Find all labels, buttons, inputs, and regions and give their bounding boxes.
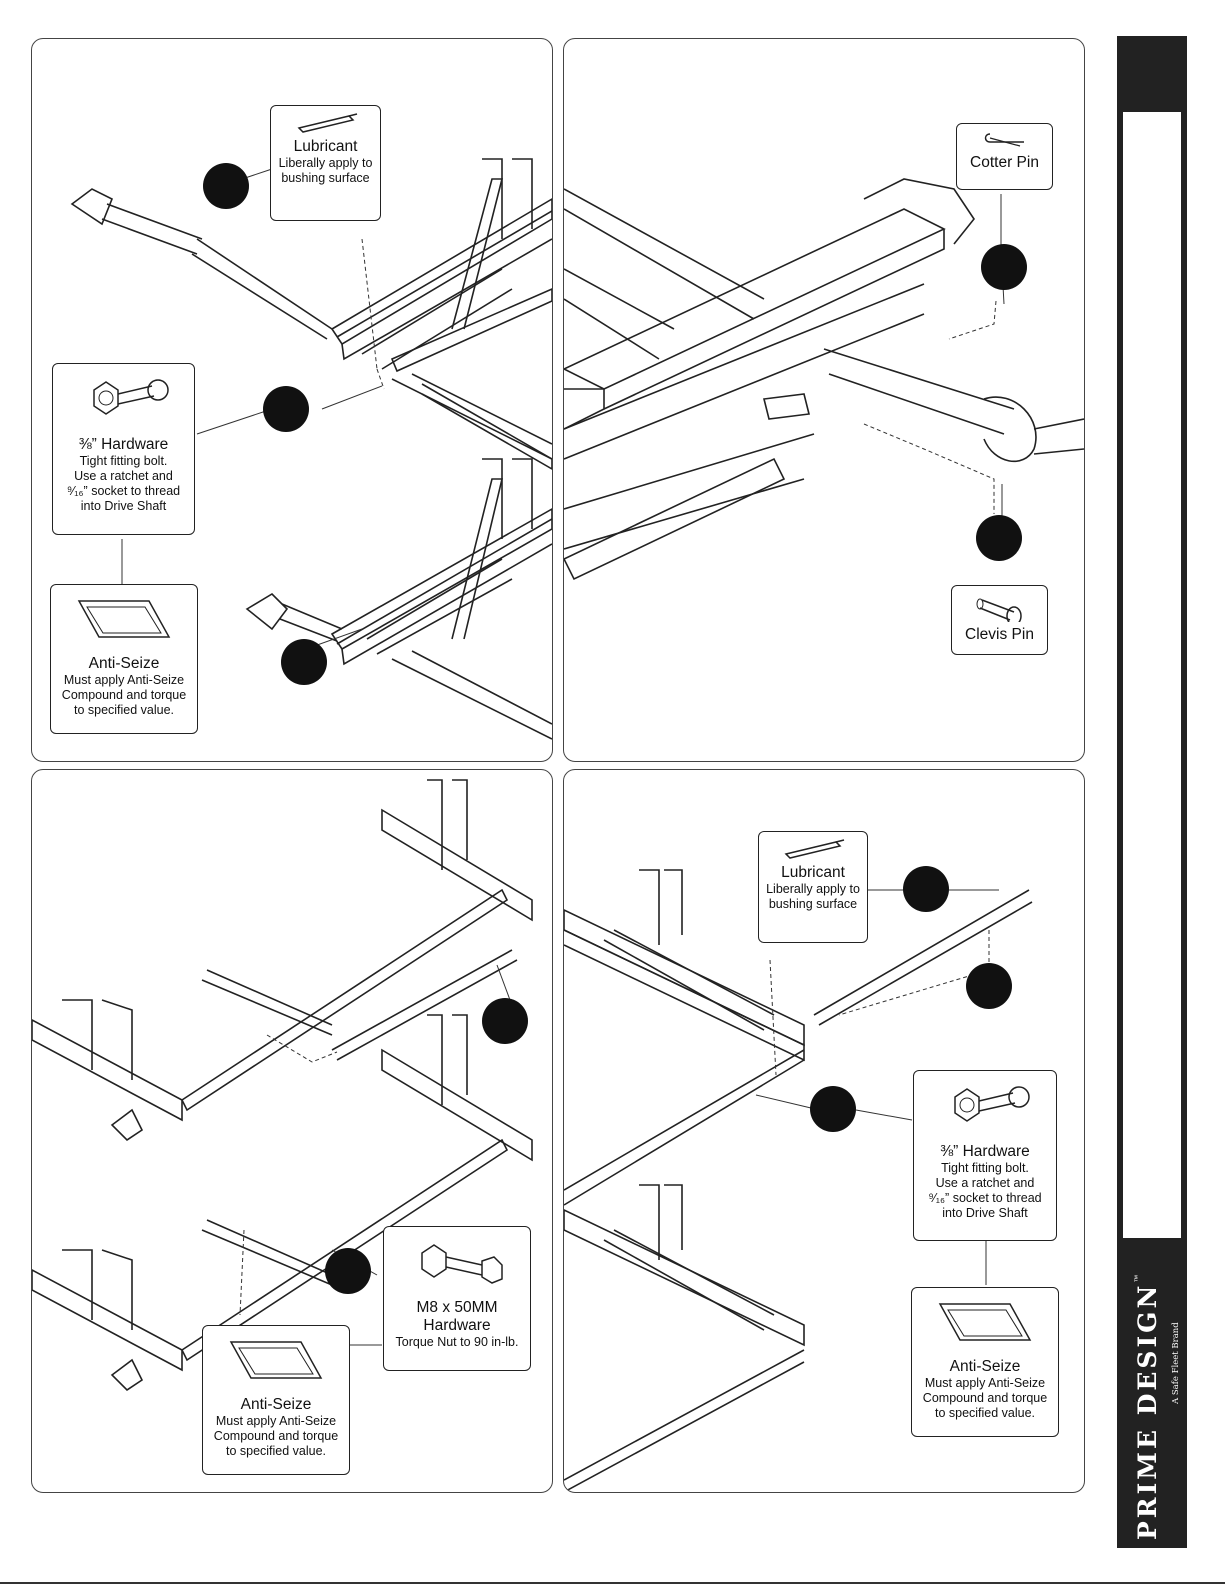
brand-logo: PRIME DESIGN™ A Safe Fleet Brand bbox=[1133, 1274, 1181, 1540]
step-number-marker bbox=[263, 386, 309, 432]
step-number-marker bbox=[903, 866, 949, 912]
clevis-pin-icon bbox=[976, 598, 1022, 622]
anti-seize-callout: Anti-Seize Must apply Anti-Seize Compoun… bbox=[202, 1325, 350, 1475]
drive-shaft-install-illustration-bottom bbox=[564, 869, 1033, 1492]
brand-name: PRIME DESIGN bbox=[1133, 1282, 1162, 1540]
step-number-marker bbox=[482, 998, 528, 1044]
step-number-marker bbox=[325, 1248, 371, 1294]
brand-tagline: A Safe Fleet Brand bbox=[1171, 1322, 1181, 1404]
brand-sidebar bbox=[1117, 36, 1187, 1548]
step-number-marker bbox=[281, 639, 327, 685]
bolt-washer-nut-icon bbox=[954, 1086, 1030, 1122]
hardware-callout: ⅜” Hardware Tight fitting bolt. Use a ra… bbox=[52, 363, 195, 535]
anti-seize-packet-icon bbox=[229, 1341, 323, 1379]
cotter-pin-callout: Cotter Pin bbox=[956, 123, 1053, 190]
anti-seize-packet-icon bbox=[938, 1303, 1032, 1341]
step-number-marker bbox=[976, 515, 1022, 561]
bolt-washer-nut-icon bbox=[92, 379, 169, 415]
page-bottom-rule bbox=[0, 1582, 1225, 1584]
anti-seize-packet-icon bbox=[77, 600, 171, 638]
sidebar-panel bbox=[1123, 112, 1181, 1238]
lubricant-tube-icon bbox=[784, 839, 845, 859]
step-panel-2: Cotter Pin Clevis Pin bbox=[563, 38, 1085, 762]
bolt-nut-icon bbox=[421, 1244, 503, 1284]
clevis-pin-callout: Clevis Pin bbox=[951, 585, 1048, 655]
step-panel-1: Lubricant Liberally apply to bushing sur… bbox=[31, 38, 553, 762]
cotter-pin-icon bbox=[984, 133, 1024, 147]
step-number-marker bbox=[966, 963, 1012, 1009]
step-panel-3: M8 x 50MM Hardware Torque Nut to 90 in-l… bbox=[31, 769, 553, 1493]
step-number-marker bbox=[203, 163, 249, 209]
anti-seize-callout: Anti-Seize Must apply Anti-Seize Compoun… bbox=[50, 584, 198, 734]
linkage-pin-illustration bbox=[564, 178, 1084, 581]
lubricant-tube-icon bbox=[297, 113, 357, 133]
step-number-marker bbox=[981, 244, 1027, 290]
sidebar-cap bbox=[1117, 36, 1187, 108]
anti-seize-callout: Anti-Seize Must apply Anti-Seize Compoun… bbox=[911, 1287, 1059, 1437]
lubricant-callout: Lubricant Liberally apply to bushing sur… bbox=[270, 105, 381, 221]
m8-hardware-callout: M8 x 50MM Hardware Torque Nut to 90 in-l… bbox=[383, 1226, 531, 1371]
step-panel-4: Lubricant Liberally apply to bushing sur… bbox=[563, 769, 1085, 1493]
step-number-marker bbox=[810, 1086, 856, 1132]
lubricant-callout: Lubricant Liberally apply to bushing sur… bbox=[758, 831, 868, 943]
drive-shaft-install-illustration-top bbox=[70, 158, 552, 740]
hardware-callout: ⅜” Hardware Tight fitting bolt. Use a ra… bbox=[913, 1070, 1057, 1241]
trademark-mark: ™ bbox=[1133, 1274, 1142, 1283]
